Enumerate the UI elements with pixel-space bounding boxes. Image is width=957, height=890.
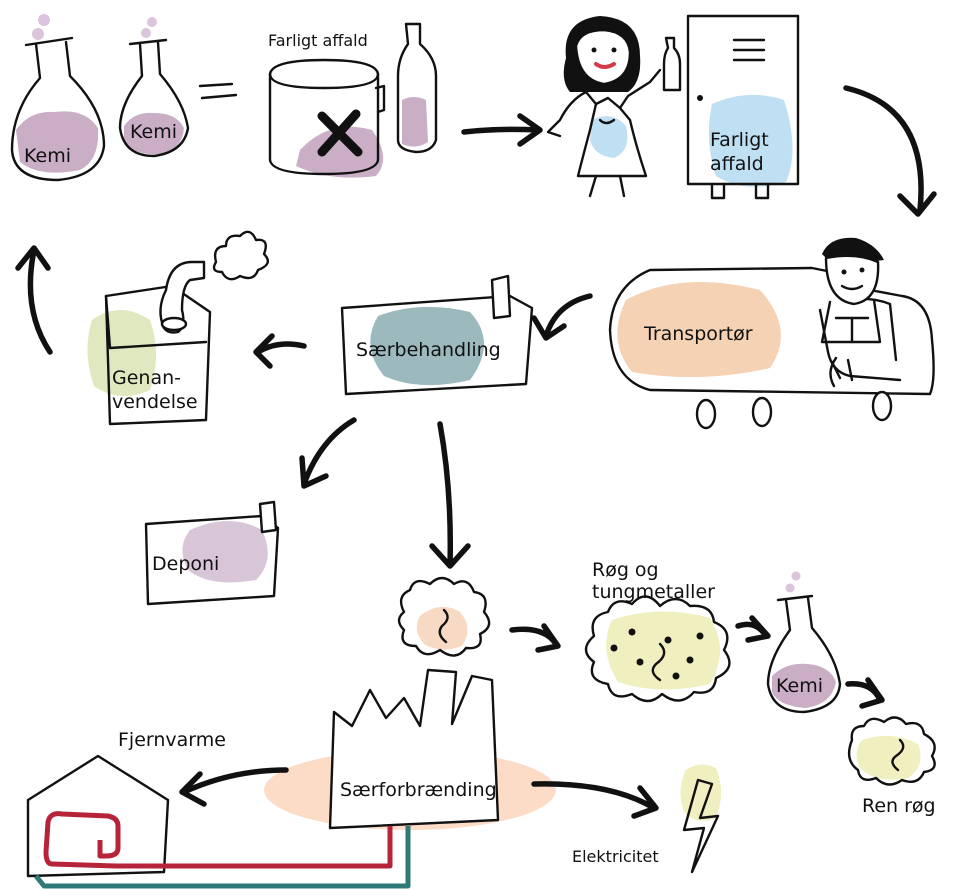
dress-stain <box>590 116 628 158</box>
x-mark-icon <box>317 109 363 157</box>
splash-icon <box>212 230 270 281</box>
clean-smoke-stain <box>856 735 921 780</box>
rog-label-line1: Røg og <box>592 559 659 581</box>
flow-arrow <box>531 781 659 819</box>
flow-arrow <box>15 245 53 355</box>
container-icon: Særbehandling <box>340 274 534 396</box>
clean-smoke-icon <box>847 716 936 786</box>
flow-arrow <box>845 677 885 709</box>
flask-liquid <box>16 111 99 173</box>
flow-arrow <box>843 85 937 217</box>
genanvendelse-label-line1: Genan- <box>112 367 181 389</box>
bottle-icon <box>396 22 438 154</box>
fjernvarme-label: Fjernvarme <box>118 729 226 751</box>
flow-arrow <box>735 615 771 643</box>
fire-icon <box>397 576 491 657</box>
transportor-label: Transportør <box>643 323 753 345</box>
cabinet-stain <box>708 94 793 187</box>
lightning-icon <box>680 764 721 874</box>
paint-can-icon <box>268 58 386 178</box>
flow-arrow <box>299 417 357 489</box>
flow-arrow <box>531 293 593 341</box>
flask-liquid <box>772 663 836 708</box>
small-bottle-icon <box>662 36 682 92</box>
flow-arrow <box>179 767 289 807</box>
flask-filter-icon: Kemi <box>766 571 842 714</box>
landfill-icon: Deponi <box>144 500 280 606</box>
flask-big-icon: Kemi <box>10 14 106 182</box>
smoke-icon <box>584 595 731 703</box>
genan-stain <box>87 310 156 397</box>
truck-icon: Transportør <box>608 266 935 430</box>
rog-label-line2: tungmetaller <box>592 581 715 603</box>
bubble <box>38 14 50 26</box>
flow-arrow <box>253 333 307 369</box>
driver-icon <box>820 237 884 388</box>
flow-arrow <box>429 421 471 569</box>
house-icon <box>26 754 411 889</box>
pipe-teal <box>34 826 411 889</box>
saerbehandling-label: Særbehandling <box>356 339 501 361</box>
kemi-filter-label: Kemi <box>776 675 823 697</box>
cabinet-icon: Farligt affald <box>686 14 800 200</box>
equals-sign <box>198 82 238 100</box>
factory-icon: Særforbrænding <box>328 668 500 830</box>
bubble <box>785 583 795 593</box>
kemi-small-label: Kemi <box>130 121 177 143</box>
container-stain <box>370 306 484 386</box>
bubble <box>141 28 151 38</box>
flask-small-icon: Kemi <box>118 17 190 158</box>
deponi-stain <box>182 521 268 583</box>
bubble <box>791 571 801 581</box>
bubble <box>147 17 157 27</box>
can-stain <box>296 126 384 178</box>
tap-icon <box>159 260 206 334</box>
kemi-big-label: Kemi <box>24 145 71 167</box>
recycling-box-icon: Genan- vendelse <box>87 230 270 426</box>
cabinet-label-line2: affald <box>710 153 764 175</box>
pipe-red <box>43 811 393 869</box>
genanvendelse-label-line2: vendelse <box>112 391 198 413</box>
bottle-liquid <box>402 97 428 147</box>
deponi-label: Deponi <box>152 553 219 575</box>
woman-icon <box>546 16 662 198</box>
flow-arrow <box>461 113 543 147</box>
farligt-affald-title: Farligt affald <box>268 31 368 50</box>
tank-stain <box>617 282 781 378</box>
ren-rog-label: Ren røg <box>862 795 936 817</box>
elektricitet-label: Elektricitet <box>572 847 659 866</box>
cabinet-label-line1: Farligt <box>710 129 769 151</box>
flask-liquid <box>124 112 184 155</box>
saerforbraending-label: Særforbrænding <box>340 779 497 801</box>
fire-stain <box>416 606 468 650</box>
bubble <box>32 28 44 40</box>
flow-arrow <box>509 623 561 653</box>
